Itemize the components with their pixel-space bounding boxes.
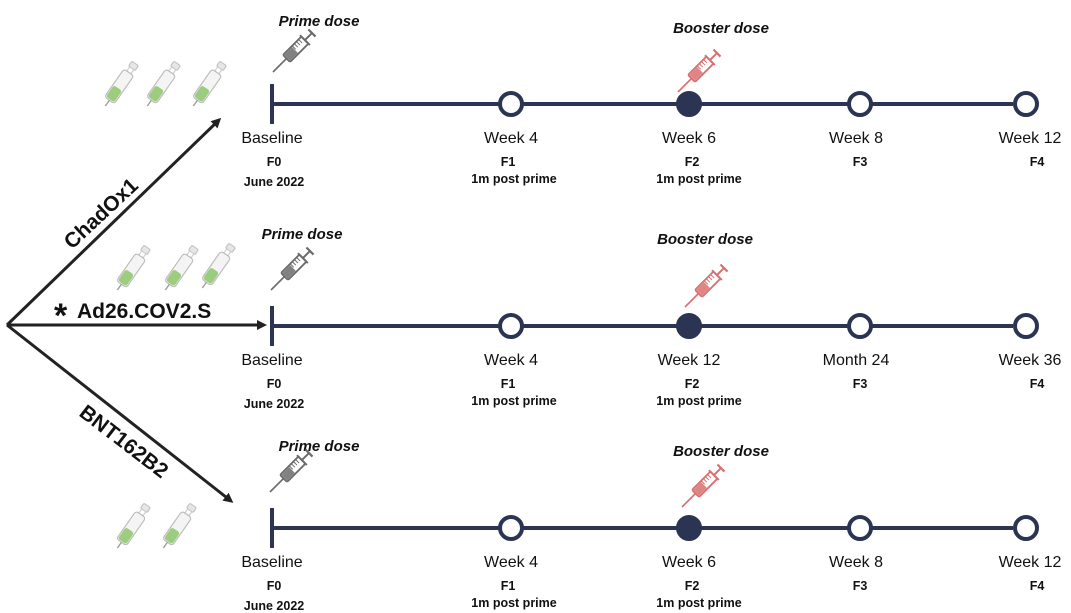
timepoint-marker-open <box>498 515 524 541</box>
timepoint-note: 1m post prime <box>471 596 556 610</box>
timepoint-name: Week 6 <box>662 554 716 571</box>
timepoint-name: Week 8 <box>829 554 883 571</box>
branch-arrows <box>5 117 267 503</box>
timepoint-code: F4 <box>1030 579 1045 593</box>
timepoint-marker-open <box>1013 313 1039 339</box>
asterisk-arm-2: * <box>54 297 68 335</box>
timepoint-code: F1 <box>501 377 516 391</box>
timepoint-code: F1 <box>501 155 516 169</box>
timepoint-note: 1m post prime <box>471 172 556 186</box>
vaccine-vial-icon <box>116 503 151 549</box>
timepoint-note: June 2022 <box>244 397 305 411</box>
timepoint-name: Week 4 <box>484 554 538 571</box>
timepoint-code: F3 <box>853 377 868 391</box>
vaccine-vial-icon <box>162 503 197 549</box>
timepoint-name: Baseline <box>241 554 302 571</box>
timepoint-marker-filled <box>676 515 702 541</box>
timepoint-code: F2 <box>685 579 700 593</box>
timepoint-name: Week 4 <box>484 130 538 147</box>
timepoint-code: F3 <box>853 579 868 593</box>
vaccine-vial-icon <box>146 61 181 107</box>
timepoint-marker-filled <box>676 91 702 117</box>
timepoint-code: F4 <box>1030 155 1045 169</box>
arrow-to-arm-3 <box>6 323 234 503</box>
timepoint-marker-open <box>847 91 873 117</box>
timepoint-code: F3 <box>853 155 868 169</box>
timepoint-note: 1m post prime <box>656 172 741 186</box>
timepoint-note: June 2022 <box>244 175 305 189</box>
timepoint-note: 1m post prime <box>656 596 741 610</box>
timepoint-name: Week 4 <box>484 352 538 369</box>
timepoint-marker-open <box>1013 515 1039 541</box>
timepoint-name: Month 24 <box>823 352 890 369</box>
prime-dose-label: Prime dose <box>279 438 360 455</box>
timepoint-code: F0 <box>267 377 282 391</box>
timepoint-note: 1m post prime <box>656 394 741 408</box>
booster-syringe-icon <box>684 263 729 308</box>
vaccine-vial-icon <box>164 245 199 291</box>
timepoint-name: Baseline <box>241 352 302 369</box>
vaccine-vial-icon <box>201 243 236 289</box>
timepoint-name: Week 12 <box>999 554 1062 571</box>
booster-dose-label: Booster dose <box>673 443 769 460</box>
arrow-to-arm-1 <box>5 117 222 327</box>
timepoint-code: F0 <box>267 579 282 593</box>
timepoint-marker-open <box>847 515 873 541</box>
timepoint-name: Week 36 <box>999 352 1062 369</box>
vaccine-label-arm-2: Ad26.COV2.S <box>77 300 211 323</box>
timepoint-marker-open <box>498 91 524 117</box>
prime-dose-label: Prime dose <box>262 226 343 243</box>
vaccine-vial-icon <box>116 245 151 291</box>
timepoint-note: 1m post prime <box>471 394 556 408</box>
prime-dose-label: Prime dose <box>279 13 360 30</box>
vaccine-label-arm-1: ChadOx1 <box>60 174 143 254</box>
booster-syringe-icon <box>677 48 722 93</box>
timepoint-marker-open <box>1013 91 1039 117</box>
timepoint-marker-open <box>847 313 873 339</box>
timepoint-code: F2 <box>685 155 700 169</box>
timepoint-code: F1 <box>501 579 516 593</box>
prime-syringe-icon <box>272 28 317 73</box>
vaccine-vial-icon <box>104 61 139 107</box>
timepoint-name: Week 8 <box>829 130 883 147</box>
timepoint-marker-filled <box>676 313 702 339</box>
booster-dose-label: Booster dose <box>657 231 753 248</box>
timepoint-name: Baseline <box>241 130 302 147</box>
booster-dose-label: Booster dose <box>673 20 769 37</box>
prime-syringe-icon <box>270 246 315 291</box>
timepoint-name: Week 6 <box>662 130 716 147</box>
timepoint-name: Week 12 <box>999 130 1062 147</box>
vaccine-vial-icon <box>192 61 227 107</box>
vaccine-vials <box>104 61 236 549</box>
timepoint-marker-open <box>498 313 524 339</box>
timepoint-code: F2 <box>685 377 700 391</box>
prime-syringe-icon <box>269 448 314 493</box>
timepoint-code: F0 <box>267 155 282 169</box>
timepoint-code: F4 <box>1030 377 1045 391</box>
timepoint-note: June 2022 <box>244 599 305 613</box>
timepoint-name: Week 12 <box>658 352 721 369</box>
booster-syringe-icon <box>681 463 726 508</box>
